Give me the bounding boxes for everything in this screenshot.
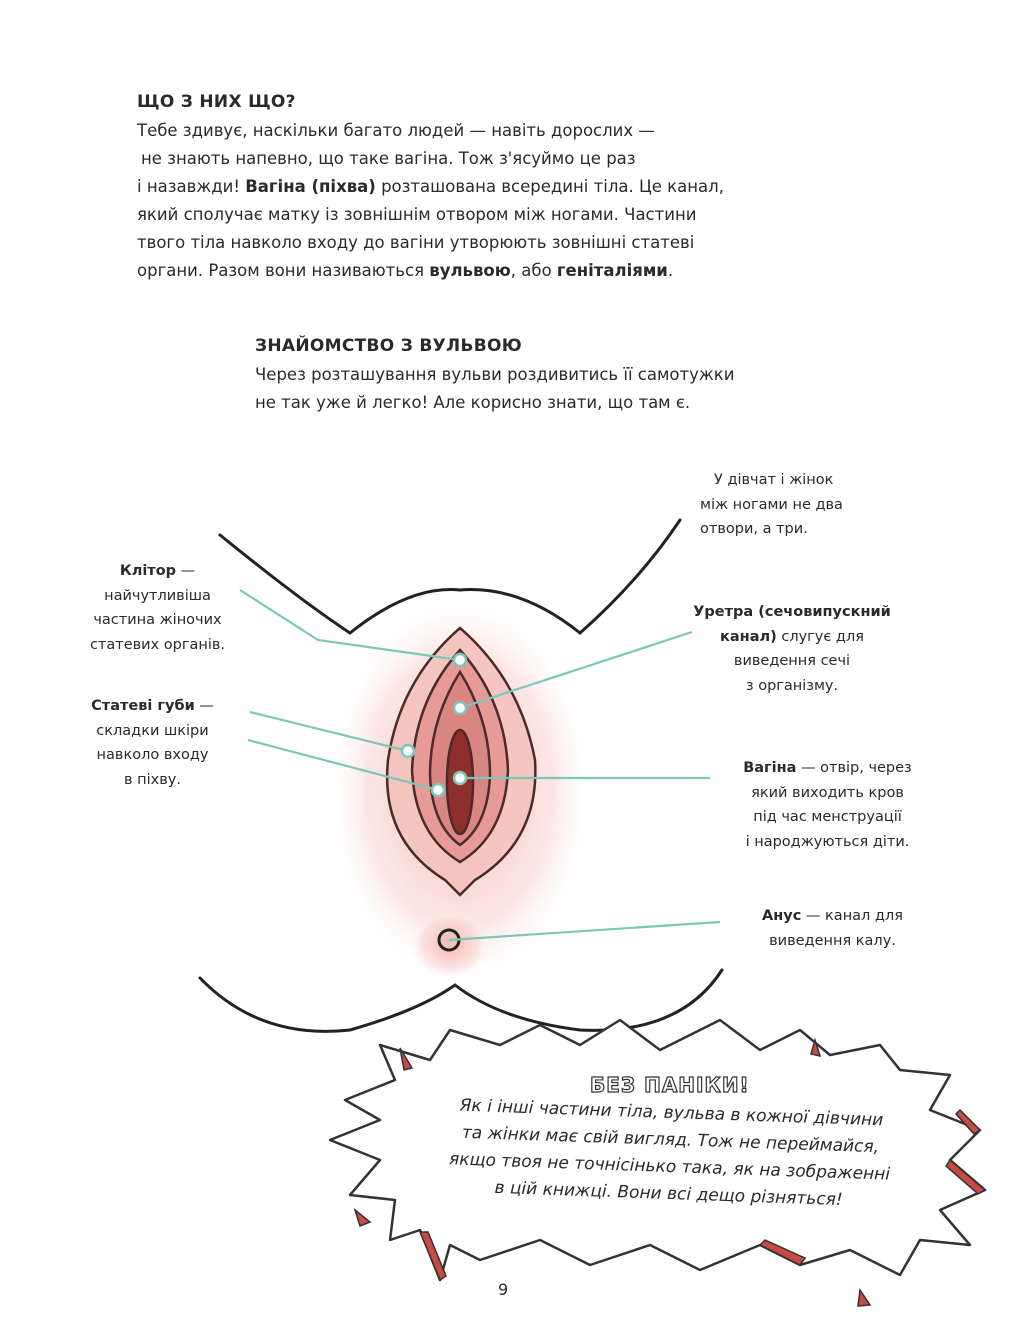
text-line: твого тіла навколо входу до вагіни утвор…	[137, 233, 695, 252]
intro-paragraph: Тебе здивує, наскільки багато людей — на…	[137, 117, 724, 285]
term: Вагіна	[743, 760, 797, 776]
leader-urethra	[459, 630, 693, 710]
section-title: ЗНАЙОМСТВО З ВУЛЬВОЮ	[255, 336, 522, 356]
text: , або	[510, 261, 557, 280]
text-line: статевих органів.	[89, 636, 226, 653]
diagram-note: У дівчат і жінок між ногами не два отвор…	[700, 468, 843, 542]
bold-term: геніталіями	[556, 261, 668, 280]
text-line: найчутливіша	[104, 587, 211, 604]
page-number: 9	[498, 1280, 509, 1299]
text-line: складки шкіри	[96, 722, 209, 739]
text-line: який сполучає матку із зовнішнім отвором…	[137, 205, 697, 224]
section-title: ЩО З НИХ ЩО?	[137, 92, 296, 112]
leader-labia	[247, 738, 439, 792]
text: .	[667, 261, 674, 280]
label-vagina: Вагіна — отвір, через який виходить кров…	[710, 756, 945, 854]
text: органи. Разом вони називаються	[137, 261, 430, 280]
leader-clitoris	[239, 589, 461, 662]
text: розташована всередині тіла. Це канал,	[375, 177, 724, 196]
text-line: і назавжди! Вагіна (піхва) розташована в…	[137, 173, 724, 201]
label-labia: Статеві губи — складки шкіри навколо вхо…	[65, 694, 240, 792]
text-line: який виходить кров	[751, 784, 904, 801]
text-line: виведення калу.	[769, 932, 896, 949]
text: слугує для	[776, 628, 864, 645]
text-line: між ногами не два	[700, 496, 843, 513]
text-line: не так уже й легко! Але корисно знати, щ…	[255, 393, 691, 412]
text: —	[194, 698, 214, 714]
label-urethra: Уретра (сечовипускний канал) слугує для …	[672, 600, 912, 698]
term: канал)	[720, 628, 777, 645]
label-dots	[400, 652, 468, 798]
label-clitoris: Клітор — найчутливіша частина жіночих ст…	[70, 559, 245, 657]
section-paragraph: Через розташування вульви роздивитись її…	[255, 361, 734, 417]
text-line: виведення сечі	[733, 653, 851, 669]
text-line: під час менструації	[753, 809, 902, 825]
callout-text: Як і інші частини тіла, вульва в кожної …	[398, 1091, 941, 1218]
leader-labia	[249, 710, 409, 753]
text-line: Тебе здивує, наскільки багато людей — на…	[137, 121, 655, 140]
text-line: частина жіночих	[93, 612, 222, 628]
term: Анус	[762, 908, 802, 924]
text-line: в піхву.	[124, 771, 181, 788]
text-line: У дівчат і жінок	[714, 472, 834, 488]
text: — отвір, через	[796, 760, 912, 776]
label-anus: Анус — канал для виведення калу.	[725, 904, 940, 953]
term: Клітор	[119, 563, 177, 579]
text-line: Через розташування вульви роздивитись її…	[255, 365, 735, 384]
text-line: і народжуються діти.	[745, 833, 910, 850]
term: Уретра (сечовипускний	[693, 604, 891, 620]
text-line: отвори, а три.	[700, 521, 808, 537]
text-line: з організму.	[745, 677, 839, 694]
bold-term: вульвою	[429, 261, 511, 280]
bold-term: Вагіна (піхва)	[245, 177, 376, 196]
callout-bubble	[328, 1018, 987, 1307]
text-line: не знають напевно, що таке вагіна. Тож з…	[141, 149, 636, 168]
text: — канал для	[801, 908, 903, 924]
term: Статеві губи	[91, 698, 195, 714]
text: і назавжди!	[137, 177, 246, 196]
callout-title: БЕЗ ПАНІКИ!	[589, 1072, 750, 1097]
leader-lines	[239, 589, 721, 942]
text-line: органи. Разом вони називаються вульвою, …	[137, 257, 724, 285]
leader-anus	[448, 920, 721, 942]
text-line: навколо входу	[96, 747, 209, 763]
text: —	[176, 563, 196, 579]
